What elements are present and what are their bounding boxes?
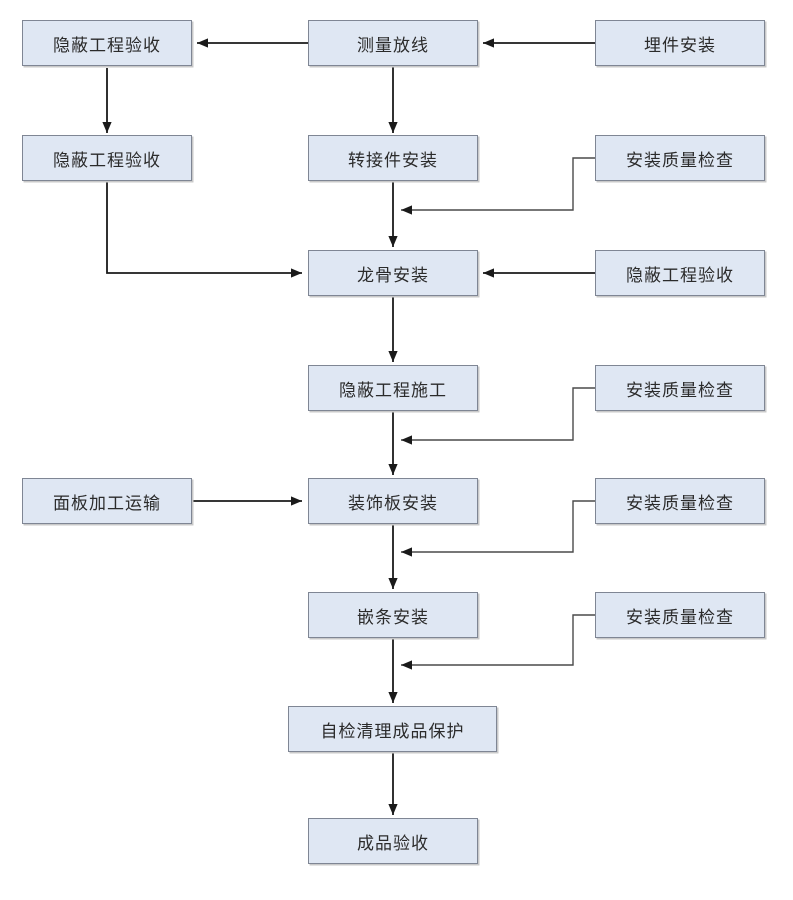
node-hidden-work-construction: 隐蔽工程施工 <box>308 365 478 411</box>
node-installation-quality-check-4: 安装质量检查 <box>595 592 765 638</box>
node-decorative-panel-installation: 装饰板安装 <box>308 478 478 524</box>
node-hidden-work-acceptance-left: 隐蔽工程验收 <box>22 135 192 181</box>
arrow-quality-check-4-elbow <box>401 614 595 670</box>
node-survey-layout: 测量放线 <box>308 20 478 66</box>
node-installation-quality-check-1: 安装质量检查 <box>595 135 765 181</box>
node-hidden-work-acceptance-right: 隐蔽工程验收 <box>595 250 765 296</box>
node-self-check-cleanup-product-protection: 自检清理成品保护 <box>288 706 497 752</box>
arrow-hidden-acceptance-left-to-keel <box>106 181 302 278</box>
node-trim-strip-installation: 嵌条安装 <box>308 592 478 638</box>
node-installation-quality-check-3: 安装质量检查 <box>595 478 765 524</box>
arrow-quality-check-1-elbow <box>401 157 595 215</box>
arrow-quality-check-2-elbow <box>401 387 595 445</box>
node-finished-product-acceptance: 成品验收 <box>308 818 478 864</box>
node-keel-installation: 龙骨安装 <box>308 250 478 296</box>
node-panel-processing-transport: 面板加工运输 <box>22 478 192 524</box>
node-embedded-parts-installation: 埋件安装 <box>595 20 765 66</box>
node-adapter-installation: 转接件安装 <box>308 135 478 181</box>
node-hidden-work-acceptance-top: 隐蔽工程验收 <box>22 20 192 66</box>
arrow-quality-check-3-elbow <box>401 500 595 557</box>
node-installation-quality-check-2: 安装质量检查 <box>595 365 765 411</box>
